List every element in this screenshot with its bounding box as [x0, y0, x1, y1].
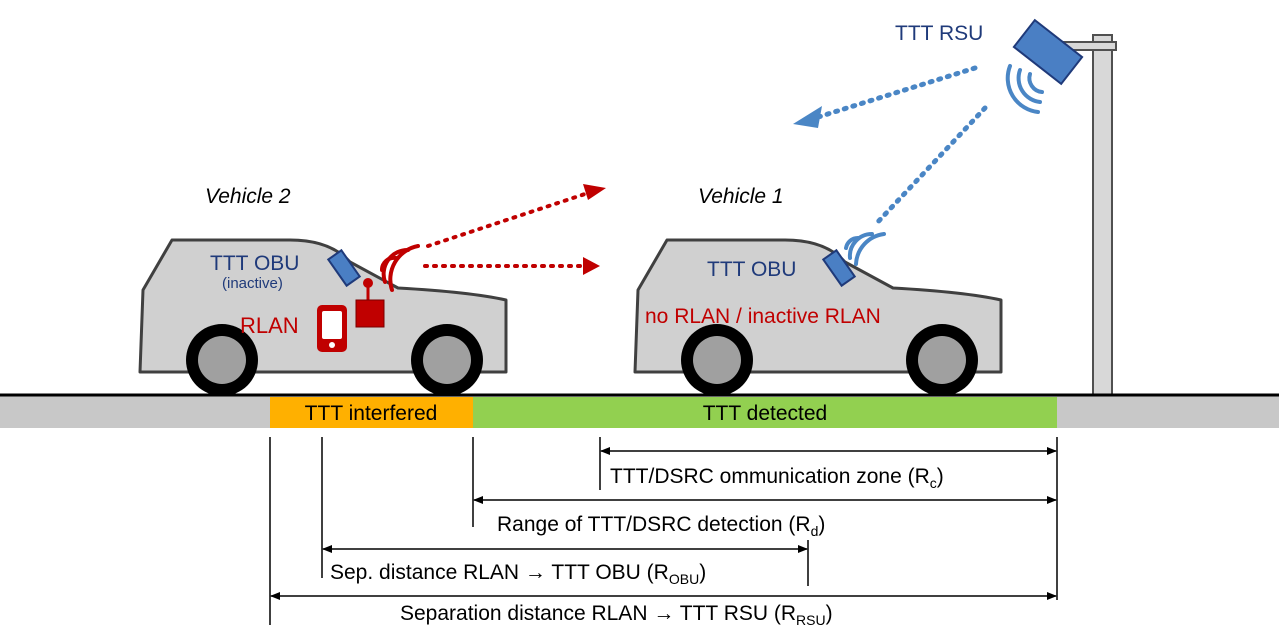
vehicle1-wheel-front — [906, 324, 978, 396]
rsu-beam-to-vehicle1 — [872, 105, 988, 228]
rlan-emission-lower — [423, 257, 600, 275]
ttt-detected-zone — [473, 397, 1057, 428]
rsu-signal-waves-icon — [1005, 64, 1044, 114]
vehicle1-obu-signal-waves-icon — [844, 231, 886, 266]
rsu-label: TTT RSU — [895, 22, 983, 45]
vehicle1-title: Vehicle 1 — [698, 185, 784, 208]
vehicle2-wheel-front — [411, 324, 483, 396]
sep-rsu-dimension: Separation distance RLAN → TTT RSU (RRSU… — [270, 592, 1057, 628]
rsu-beam-outward — [793, 65, 978, 128]
vehicle2-title: Vehicle 2 — [205, 185, 291, 208]
rsu-pole — [1059, 34, 1117, 396]
vehicle2-obu-status: (inactive) — [222, 275, 283, 292]
detection-range-label: Range of TTT/DSRC detection (Rd) — [497, 513, 825, 539]
vehicle2-wheel-rear — [186, 324, 258, 396]
rsu-antenna-icon — [1012, 18, 1084, 86]
rlan-router-icon — [355, 278, 385, 328]
vehicle2-obu-device-icon — [326, 248, 362, 288]
sep-obu-label: Sep. distance RLAN → TTT OBU (ROBU) — [330, 561, 706, 587]
vehicle1-wheel-rear — [681, 324, 753, 396]
rlan-signal-waves-icon — [379, 244, 420, 292]
vehicle2-rlan-label: RLAN — [240, 313, 299, 338]
detection-range-dimension: Range of TTT/DSRC detection (Rd) — [473, 496, 1057, 539]
vehicle1-obu-label: TTT OBU — [707, 258, 796, 281]
comm-zone-dimension: TTT/DSRC ommunication zone (Rc) — [600, 447, 1057, 491]
sep-obu-dimension: Sep. distance RLAN → TTT OBU (ROBU) — [322, 545, 808, 587]
ttt-detected-label: TTT detected — [703, 402, 828, 425]
vehicle1-rlan-status: no RLAN / inactive RLAN — [645, 305, 881, 328]
ttt-interfered-zone — [270, 397, 473, 428]
smartphone-icon — [317, 305, 347, 352]
rlan-emission-upper — [426, 184, 606, 248]
ttt-interfered-label: TTT interfered — [305, 402, 438, 425]
vehicle1-obu-device-icon — [821, 248, 857, 288]
sep-rsu-label: Separation distance RLAN → TTT RSU (RRSU… — [400, 602, 833, 628]
vehicle2-obu-label: TTT OBU — [210, 252, 299, 275]
comm-zone-label: TTT/DSRC ommunication zone (Rc) — [610, 465, 944, 491]
